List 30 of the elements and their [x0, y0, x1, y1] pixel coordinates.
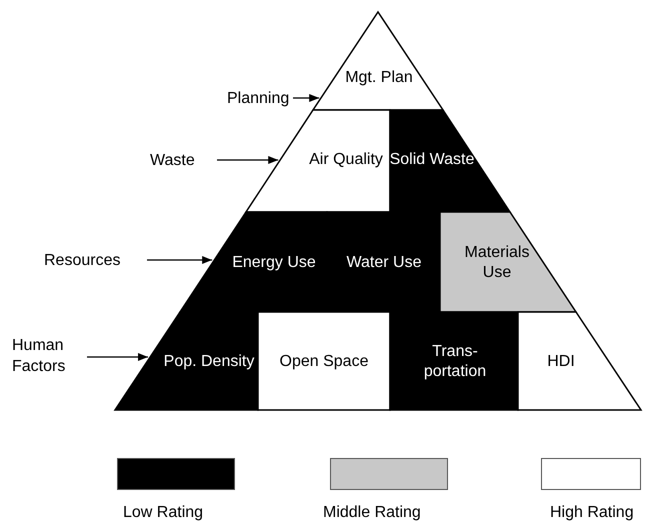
pyramid-segment: [246, 110, 390, 212]
pyramid-segment: [115, 312, 258, 410]
legend-label: Middle Rating: [323, 503, 421, 523]
category-label: Resources: [44, 250, 144, 271]
legend-label: High Rating: [550, 503, 634, 523]
segment-label: Energy Use: [231, 253, 317, 273]
pyramid-segment: [327, 212, 440, 312]
segment-label: HDI: [546, 352, 576, 372]
arrow: [217, 156, 278, 164]
legend-label: Low Rating: [123, 503, 204, 523]
pyramid-segment: [258, 312, 390, 410]
pyramid-segment: [440, 212, 576, 312]
segment-label: Water Use: [346, 253, 422, 273]
segment-label: Solid Waste: [388, 150, 476, 170]
arrow: [293, 94, 320, 102]
pyramid-segment: [518, 312, 641, 410]
pyramid-segment: [390, 110, 510, 212]
arrow: [147, 256, 212, 264]
category-label: Waste: [150, 150, 210, 171]
pyramid-segment: [313, 12, 443, 110]
segment-label: Materials Use: [464, 243, 530, 283]
segment-label: Trans- portation: [422, 342, 488, 382]
pyramid-segment: [390, 312, 518, 410]
segment-label: Mgt. Plan: [344, 68, 414, 88]
category-label: Planning: [227, 88, 297, 109]
segment-label: Open Space: [278, 352, 370, 372]
segment-label: Pop. Density: [162, 352, 256, 372]
pyramid-segment: [180, 212, 327, 312]
arrow: [87, 353, 148, 361]
category-label: Human Factors: [12, 335, 84, 377]
